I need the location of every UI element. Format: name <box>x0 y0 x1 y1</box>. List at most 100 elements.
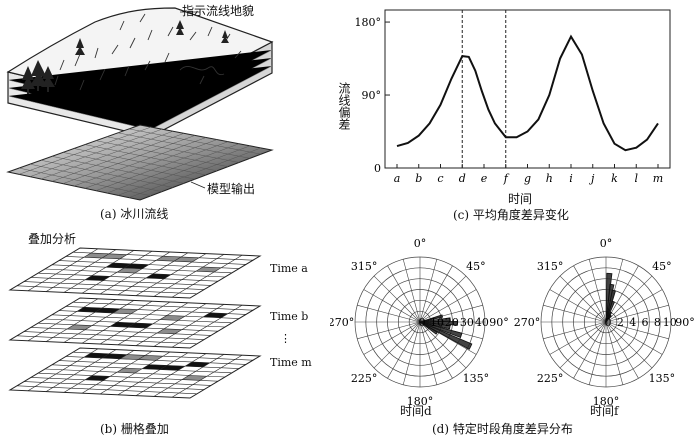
caption-b: (b) 栅格叠加 <box>100 422 169 436</box>
raster-gridline <box>37 272 219 282</box>
rose-spoke <box>419 275 467 323</box>
raster-cell <box>110 322 135 328</box>
raster-gridline <box>16 285 198 295</box>
rose-angle-label: 135° <box>649 372 676 385</box>
raster-cell <box>157 328 182 334</box>
rose-spoke <box>419 321 453 379</box>
rose-petal <box>605 314 612 323</box>
raster-cell <box>95 308 120 313</box>
rose-spoke <box>605 321 653 369</box>
rose-angle-label: 45° <box>466 260 486 273</box>
y-axis-label: 流线偏差 <box>337 82 351 130</box>
rose-spoke <box>588 259 607 323</box>
layer-label-a: Time a <box>270 262 308 275</box>
raster-cell <box>174 257 199 262</box>
raster-gridline <box>153 354 225 397</box>
y-tick-label: 180° <box>355 16 382 29</box>
raster-gridline <box>171 254 243 298</box>
rose-spoke <box>402 259 421 323</box>
rose-spoke <box>387 265 421 323</box>
x-axis-label: 时间 <box>508 192 533 206</box>
rose-spoke <box>605 321 624 385</box>
rose-angle-label: 0° <box>600 237 613 250</box>
raster-cell <box>85 375 110 381</box>
rose-radial-label: 30 <box>460 316 474 329</box>
raster-cell <box>185 362 210 367</box>
rose-spoke <box>573 265 607 323</box>
raster-gridline <box>171 304 243 348</box>
rose-spoke <box>588 321 607 385</box>
rose-angle-label: 90° <box>489 316 509 329</box>
raster-layer <box>8 347 262 399</box>
rose-petal <box>419 314 444 323</box>
raster-cell <box>124 263 149 269</box>
raster-cell <box>182 375 207 381</box>
rose-spoke <box>373 275 421 323</box>
rose-spoke <box>419 259 438 323</box>
rose-spoke <box>357 321 421 340</box>
rose-angle-label: 90° <box>675 316 695 329</box>
raster-cell <box>117 268 142 273</box>
rose-spoke <box>363 321 421 355</box>
rose-spoke <box>549 321 607 355</box>
raster-gridline <box>30 327 212 336</box>
raster-gridline <box>23 331 205 340</box>
x-tick-label: b <box>415 172 422 185</box>
x-tick-label: e <box>481 172 488 185</box>
rose-spoke <box>559 275 607 323</box>
raster-cell <box>77 307 102 313</box>
raster-cell <box>128 323 153 328</box>
raster-gridline <box>23 381 205 390</box>
rose-radial-label: 10 <box>430 316 444 329</box>
rose-petal <box>419 321 473 350</box>
raster-gridline <box>135 303 207 346</box>
rose-d-time-label: 时间d <box>400 404 432 418</box>
rose-angle-label: 135° <box>463 372 490 385</box>
raster-gridline <box>30 377 212 386</box>
rose-angle-label: 315° <box>537 260 564 273</box>
rose-radial-label: 0 <box>605 316 612 329</box>
rose-radial-label: 2 <box>617 316 624 329</box>
rose-petal <box>419 320 458 326</box>
raster-cell <box>160 365 185 371</box>
y-tick-label: 0 <box>374 162 381 175</box>
plot-frame <box>384 9 671 169</box>
x-tick-label: i <box>569 172 573 185</box>
rose-spoke <box>402 321 421 385</box>
raster-gridline <box>16 335 198 345</box>
rose-petal <box>419 321 438 335</box>
rose-angle-label: 180° <box>407 395 434 408</box>
rose-spoke <box>605 289 663 323</box>
raster-gridline <box>153 254 225 297</box>
x-tick-label: m <box>653 172 663 185</box>
rose-radial-label: 40 <box>475 316 489 329</box>
rose-spoke <box>549 289 607 323</box>
rose-angle-label: 45° <box>652 260 672 273</box>
rose-radial-label: 6 <box>642 316 649 329</box>
rose-radial-label: 0 <box>419 316 426 329</box>
rose-spoke <box>419 289 477 323</box>
overlay-analysis-label: 叠加分析 <box>28 232 77 246</box>
raster-cell <box>120 354 145 360</box>
rose-spoke <box>543 321 607 340</box>
rose-petal <box>419 317 451 323</box>
layer-ellipsis: ⋮ <box>280 332 291 345</box>
glacier-landform-diagram <box>6 7 274 201</box>
rose-spoke <box>419 321 438 385</box>
x-tick-label: k <box>611 172 618 185</box>
rose-spoke <box>573 321 607 379</box>
raster-gridline <box>171 354 243 398</box>
rose-spoke <box>363 289 421 323</box>
caption-c: (c) 平均角度差异变化 <box>453 208 569 222</box>
rose-spoke <box>605 304 669 323</box>
raster-cell <box>156 256 181 262</box>
raster-cell <box>196 267 221 272</box>
landform-label: 指示流线地貌 <box>182 4 255 18</box>
rose-radial-label: 20 <box>445 316 459 329</box>
rose-angle-label: 0° <box>414 237 427 250</box>
raster-gridline <box>44 268 226 278</box>
x-tick-label: f <box>503 172 510 185</box>
rose-spoke <box>605 321 669 340</box>
